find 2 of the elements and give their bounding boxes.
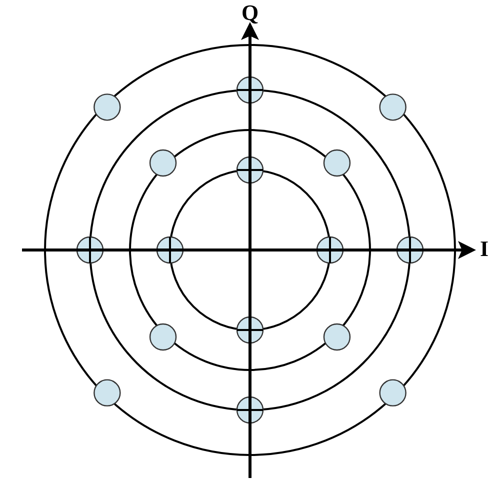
axis-label: Q (240, 0, 260, 26)
axis-label: I (480, 236, 490, 262)
